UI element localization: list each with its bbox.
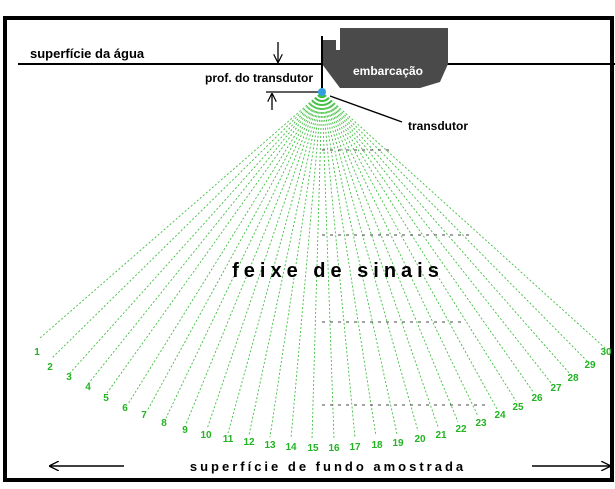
beam-ray [321, 91, 356, 439]
sounding-markers [322, 149, 485, 406]
beam-number: 26 [531, 393, 543, 404]
beam-number: 13 [264, 440, 276, 451]
beam-number: 7 [141, 410, 147, 421]
beam-number: 29 [584, 360, 596, 371]
beam-number: 9 [182, 425, 188, 436]
beam-ray [321, 91, 589, 363]
beam-number: 24 [494, 410, 506, 421]
beam-number: 30 [600, 347, 612, 358]
beam-ray [69, 91, 323, 374]
beam-ray [106, 91, 323, 394]
beam-ray [321, 91, 535, 394]
vessel-label: embarcação [353, 64, 423, 78]
beam-ray [290, 91, 323, 439]
beam-ray [227, 91, 323, 434]
beam-fan [39, 91, 606, 440]
beam-ray [321, 91, 553, 385]
beam-ray [321, 91, 571, 375]
beam-number: 15 [307, 443, 319, 454]
beam-ray [39, 91, 323, 339]
beam-number: 19 [392, 438, 404, 449]
beam-number: 5 [103, 393, 109, 404]
beam-ray [248, 91, 323, 436]
beam-ray [321, 91, 439, 428]
sampled-bottom-label: superfície de fundo amostrada [190, 459, 466, 474]
beam-ray [311, 91, 323, 440]
beam-number: 3 [66, 372, 72, 383]
beam-number: 28 [567, 373, 579, 384]
beam-number: 27 [550, 383, 562, 394]
beam-number: 2 [47, 362, 53, 373]
transducer-dot [318, 88, 326, 96]
beam-number: 11 [223, 434, 234, 445]
beam-ray [146, 91, 323, 412]
beam-number: 25 [512, 402, 524, 413]
beam-number: 12 [243, 437, 255, 448]
beam-number: 23 [475, 418, 487, 429]
beam-ray [127, 91, 323, 405]
beam-ray [321, 91, 419, 432]
beam-number: 22 [455, 424, 467, 435]
beam-ray [51, 91, 323, 359]
beam-number: 16 [328, 443, 340, 454]
beam-number: 20 [414, 434, 426, 445]
signal-beam-label: feixe de sinais [232, 260, 444, 282]
beam-number: 6 [122, 403, 128, 414]
transducer-depth-label: prof. do transdutor [205, 71, 313, 85]
beam-ray [321, 91, 517, 402]
beam-number: 10 [200, 430, 212, 441]
beam-ray [321, 91, 479, 417]
beam-ray [165, 91, 323, 419]
beam-number: 14 [285, 442, 297, 453]
beam-number: 1 [34, 347, 40, 358]
beam-number: 17 [349, 442, 361, 453]
beam-number: 8 [161, 418, 167, 429]
beam-ray [321, 91, 498, 410]
vessel-hull [322, 28, 448, 88]
transducer-pointer [329, 95, 403, 123]
beam-number: 21 [435, 430, 447, 441]
beam-number: 18 [371, 440, 383, 451]
water-surface-label: superfície da água [30, 46, 145, 61]
beam-ray [321, 91, 459, 423]
diagram-frame [3, 16, 614, 482]
beam-ray [87, 91, 323, 385]
beam-ray [206, 91, 323, 430]
beam-number: 4 [85, 382, 91, 393]
beam-ray [185, 91, 323, 425]
transducer-label: transdutor [408, 119, 468, 133]
